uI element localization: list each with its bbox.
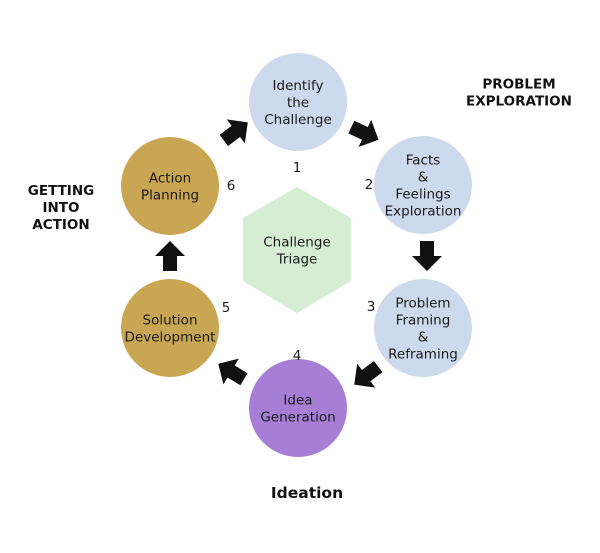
problem-framing-reframing-circle [374,279,472,377]
action-planning-label-line: Planning [141,188,199,204]
action-planning-circle [121,137,219,235]
phase-label-problem-exploration-line: PROBLEM [482,77,555,93]
solution-development-circle [121,279,219,377]
phase-label-ideation: Ideation [271,484,343,502]
step-number-5: 5 [222,300,231,316]
problem-framing-reframing-label-line: Reframing [388,347,458,363]
step-number-2: 2 [365,177,374,193]
step-number-6: 6 [227,178,236,194]
problem-framing-reframing-label-line: & [418,330,429,346]
identify-the-challenge-label-line: the [287,95,309,111]
facts-feelings-exploration-label-line: Feelings [395,187,450,203]
identify-the-challenge-label-line: Challenge [264,112,332,128]
challenge-triage-label-line: Triage [276,252,318,268]
phase-label-ideation-line: Ideation [271,484,343,502]
step-number-1: 1 [293,160,302,176]
facts-feelings-exploration-label-line: Exploration [385,204,462,220]
flow-arrow-2 [412,241,442,271]
facts-feelings-exploration-label-line: Facts [406,153,441,169]
challenge-triage-hexagon [243,187,351,313]
idea-generation-circle [249,359,347,457]
phase-label-getting-into-action-line: GETTING [28,183,94,199]
phase-label-problem-exploration-line: EXPLORATION [466,94,572,110]
flow-arrow-3 [354,360,383,388]
problem-framing-reframing-label-line: Framing [396,313,451,329]
facts-feelings-exploration-circle [374,136,472,234]
step-number-3: 3 [367,299,376,315]
flow-arrow-5 [155,241,185,271]
identify-the-challenge-label-line: Identify [273,78,324,94]
flow-arrows [155,119,442,388]
identify-the-challenge-circle [249,53,347,151]
solution-development-label-line: Development [125,330,216,346]
idea-generation-label-line: Generation [260,410,335,426]
facts-feelings-exploration-label-line: & [418,170,429,186]
phase-label-getting-into-action-line: INTO [42,200,79,216]
idea-generation-label-line: Idea [283,393,312,409]
flow-arrow-6 [219,119,248,147]
step-number-4: 4 [293,348,302,364]
flow-arrow-4 [218,358,248,386]
problem-framing-reframing-label-line: Problem [395,296,450,312]
phase-label-getting-into-action-line: ACTION [32,217,89,233]
solution-development-label-line: Solution [143,313,198,329]
flow-arrow-1 [348,119,379,148]
action-planning-label-line: Action [149,171,191,187]
challenge-triage-label-line: Challenge [263,235,331,251]
